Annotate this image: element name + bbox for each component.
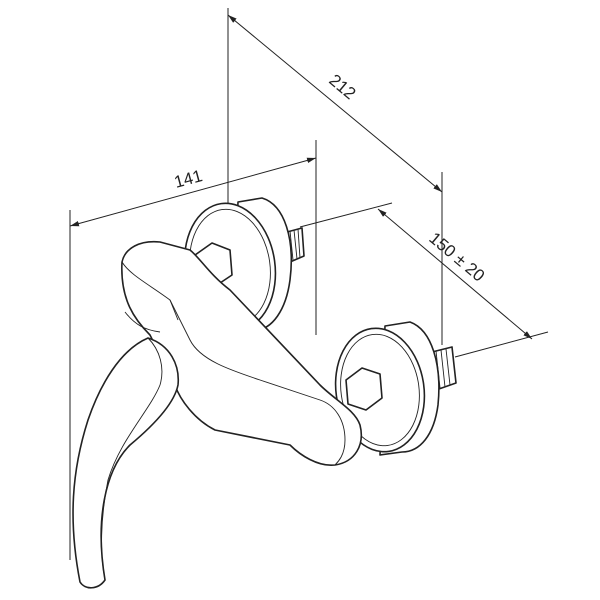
dimension-label-141: 141 xyxy=(172,166,204,192)
dimension-label-212: 212 xyxy=(325,71,359,104)
dimension-line-212 xyxy=(227,14,443,193)
lever-handle xyxy=(72,337,180,589)
dimension-line-150 xyxy=(377,208,533,340)
dimension-line-141 xyxy=(69,157,317,227)
